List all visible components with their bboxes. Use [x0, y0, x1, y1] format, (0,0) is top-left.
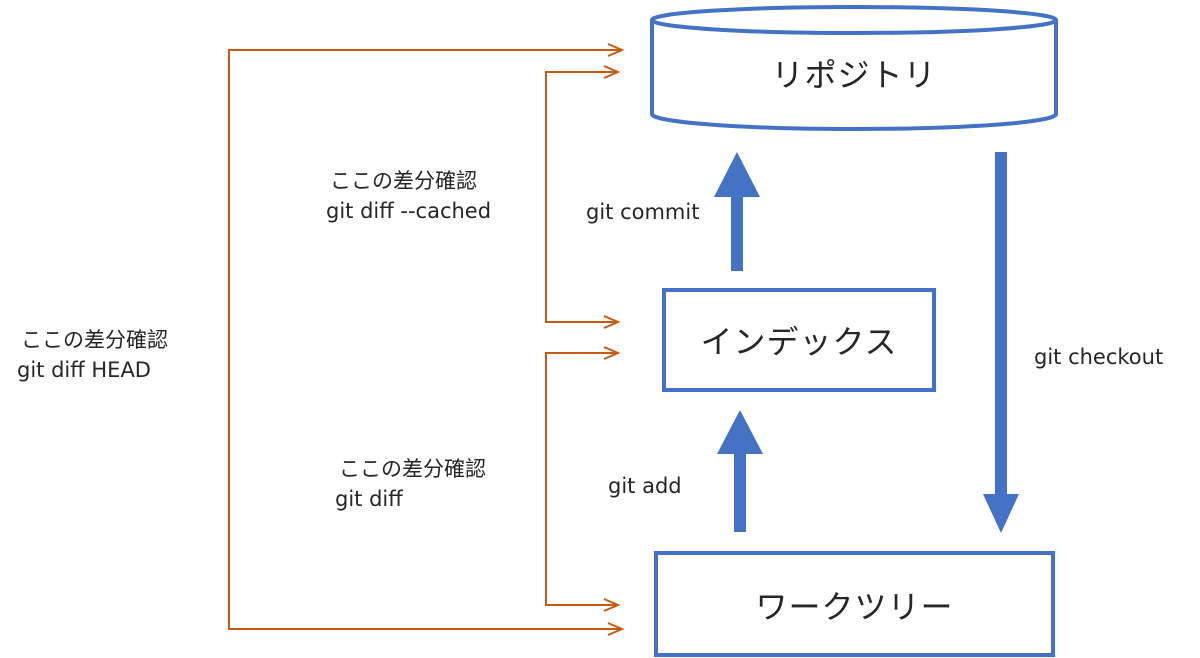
repository-node	[650, 5, 1058, 131]
diff-bracket	[545, 346, 621, 612]
checkout-label: git checkout	[1034, 345, 1164, 369]
diff-note: ここの差分確認 git diff	[335, 454, 486, 514]
diff-cached-bracket	[545, 65, 621, 329]
diff-head-note-line2: git diff HEAD	[17, 358, 151, 382]
worktree-box	[654, 551, 1055, 657]
repository-label: リポジトリ	[771, 56, 937, 94]
repository-cylinder-body	[650, 20, 1058, 131]
add-label: git add	[608, 474, 682, 498]
index-label: インデックス	[700, 323, 898, 361]
commit-arrow	[714, 152, 760, 271]
worktree-label: ワークツリー	[755, 588, 954, 626]
diff-cached-note-line1: ここの差分確認	[330, 169, 477, 193]
commit-label: git commit	[586, 200, 700, 224]
diff-note-line2: git diff	[335, 487, 403, 511]
repository-cylinder-top	[650, 5, 1058, 35]
checkout-arrow	[983, 152, 1019, 533]
diff-head-bracket	[228, 43, 625, 636]
diff-head-note: ここの差分確認 git diff HEAD	[17, 325, 168, 385]
diff-note-line1: ここの差分確認	[339, 457, 486, 481]
index-box	[662, 288, 936, 392]
diff-cached-note-line2: git diff --cached	[326, 199, 492, 223]
diff-head-note-line1: ここの差分確認	[21, 328, 168, 352]
add-arrow	[717, 410, 763, 532]
diff-cached-note: ここの差分確認 git diff --cached	[326, 166, 491, 226]
